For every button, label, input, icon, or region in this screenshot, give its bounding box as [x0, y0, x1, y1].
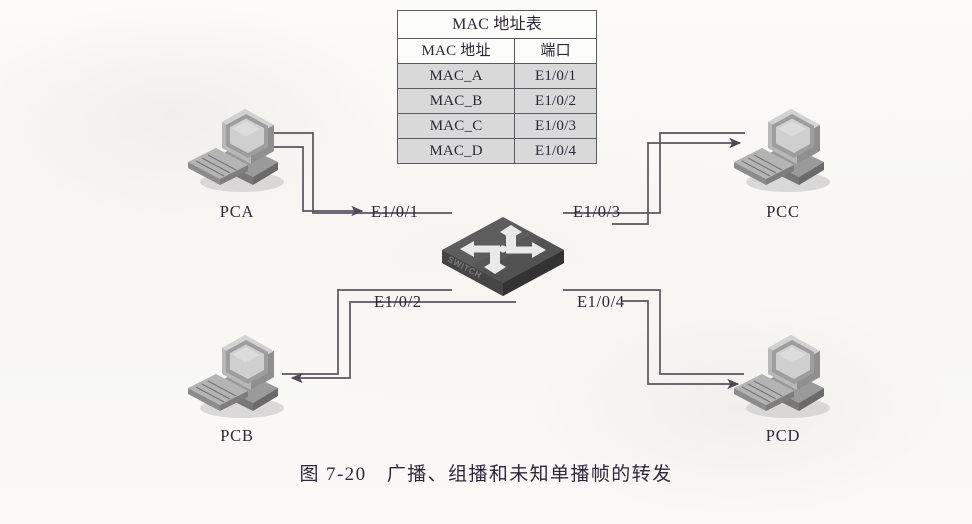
device-label-pca: PCA — [219, 202, 255, 221]
cell-port: E1/0/1 — [514, 63, 597, 89]
device-label-pcc: PCC — [766, 202, 800, 221]
computer-pcc[interactable] — [728, 92, 838, 205]
computer-pca[interactable] — [182, 92, 292, 205]
desktop-computer-icon — [188, 109, 284, 192]
desktop-computer-icon — [188, 335, 284, 418]
computer-pcd[interactable] — [728, 318, 838, 431]
table-row: MAC_C E1/0/3 — [396, 113, 597, 139]
cell-port: E1/0/3 — [514, 113, 597, 139]
cell-mac: MAC_D — [396, 138, 516, 164]
computer-pcb[interactable] — [182, 318, 292, 431]
cell-port: E1/0/4 — [514, 138, 597, 164]
network-switch-icon: SWITCH — [442, 217, 564, 296]
wire-pcb-inbound-arrow — [290, 301, 516, 384]
wire-switch-to-pcb — [282, 289, 452, 375]
device-label-pcb: PCB — [220, 426, 254, 445]
mac-address-table: MAC 地址表 MAC 地址 端口 MAC_A E1/0/1 MAC_B E1/… — [396, 10, 597, 164]
desktop-computer-icon — [734, 335, 830, 418]
table-row: MAC_A E1/0/1 — [396, 63, 597, 89]
cell-mac: MAC_B — [396, 88, 516, 114]
table-title-row: MAC 地址表 — [397, 10, 597, 39]
table-row: MAC_D E1/0/4 — [396, 138, 597, 164]
cell-mac: MAC_A — [396, 63, 516, 89]
wire-pcc-inbound-arrow — [612, 137, 742, 225]
port-label-e1-0-4: E1/0/4 — [577, 292, 625, 311]
port-label-e1-0-1: E1/0/1 — [371, 202, 419, 221]
figure-caption: 图 7-20 广播、组播和未知单播帧的转发 — [299, 464, 673, 485]
desktop-computer-icon — [734, 109, 830, 192]
cell-port: E1/0/2 — [514, 88, 597, 114]
column-header-mac: MAC 地址 — [396, 38, 516, 64]
device-label-pcd: PCD — [765, 426, 801, 445]
table-row: MAC_B E1/0/2 — [396, 88, 597, 114]
table-header-row: MAC 地址 端口 — [396, 38, 597, 64]
port-label-e1-0-2: E1/0/2 — [374, 292, 422, 311]
wire-pcd-inbound-arrow — [622, 300, 740, 390]
cell-mac: MAC_C — [396, 113, 516, 139]
column-header-port: 端口 — [514, 38, 597, 64]
mac-table-title: MAC 地址表 — [397, 10, 597, 39]
network-switch[interactable]: SWITCH — [438, 203, 568, 306]
port-label-e1-0-3: E1/0/3 — [573, 202, 621, 221]
